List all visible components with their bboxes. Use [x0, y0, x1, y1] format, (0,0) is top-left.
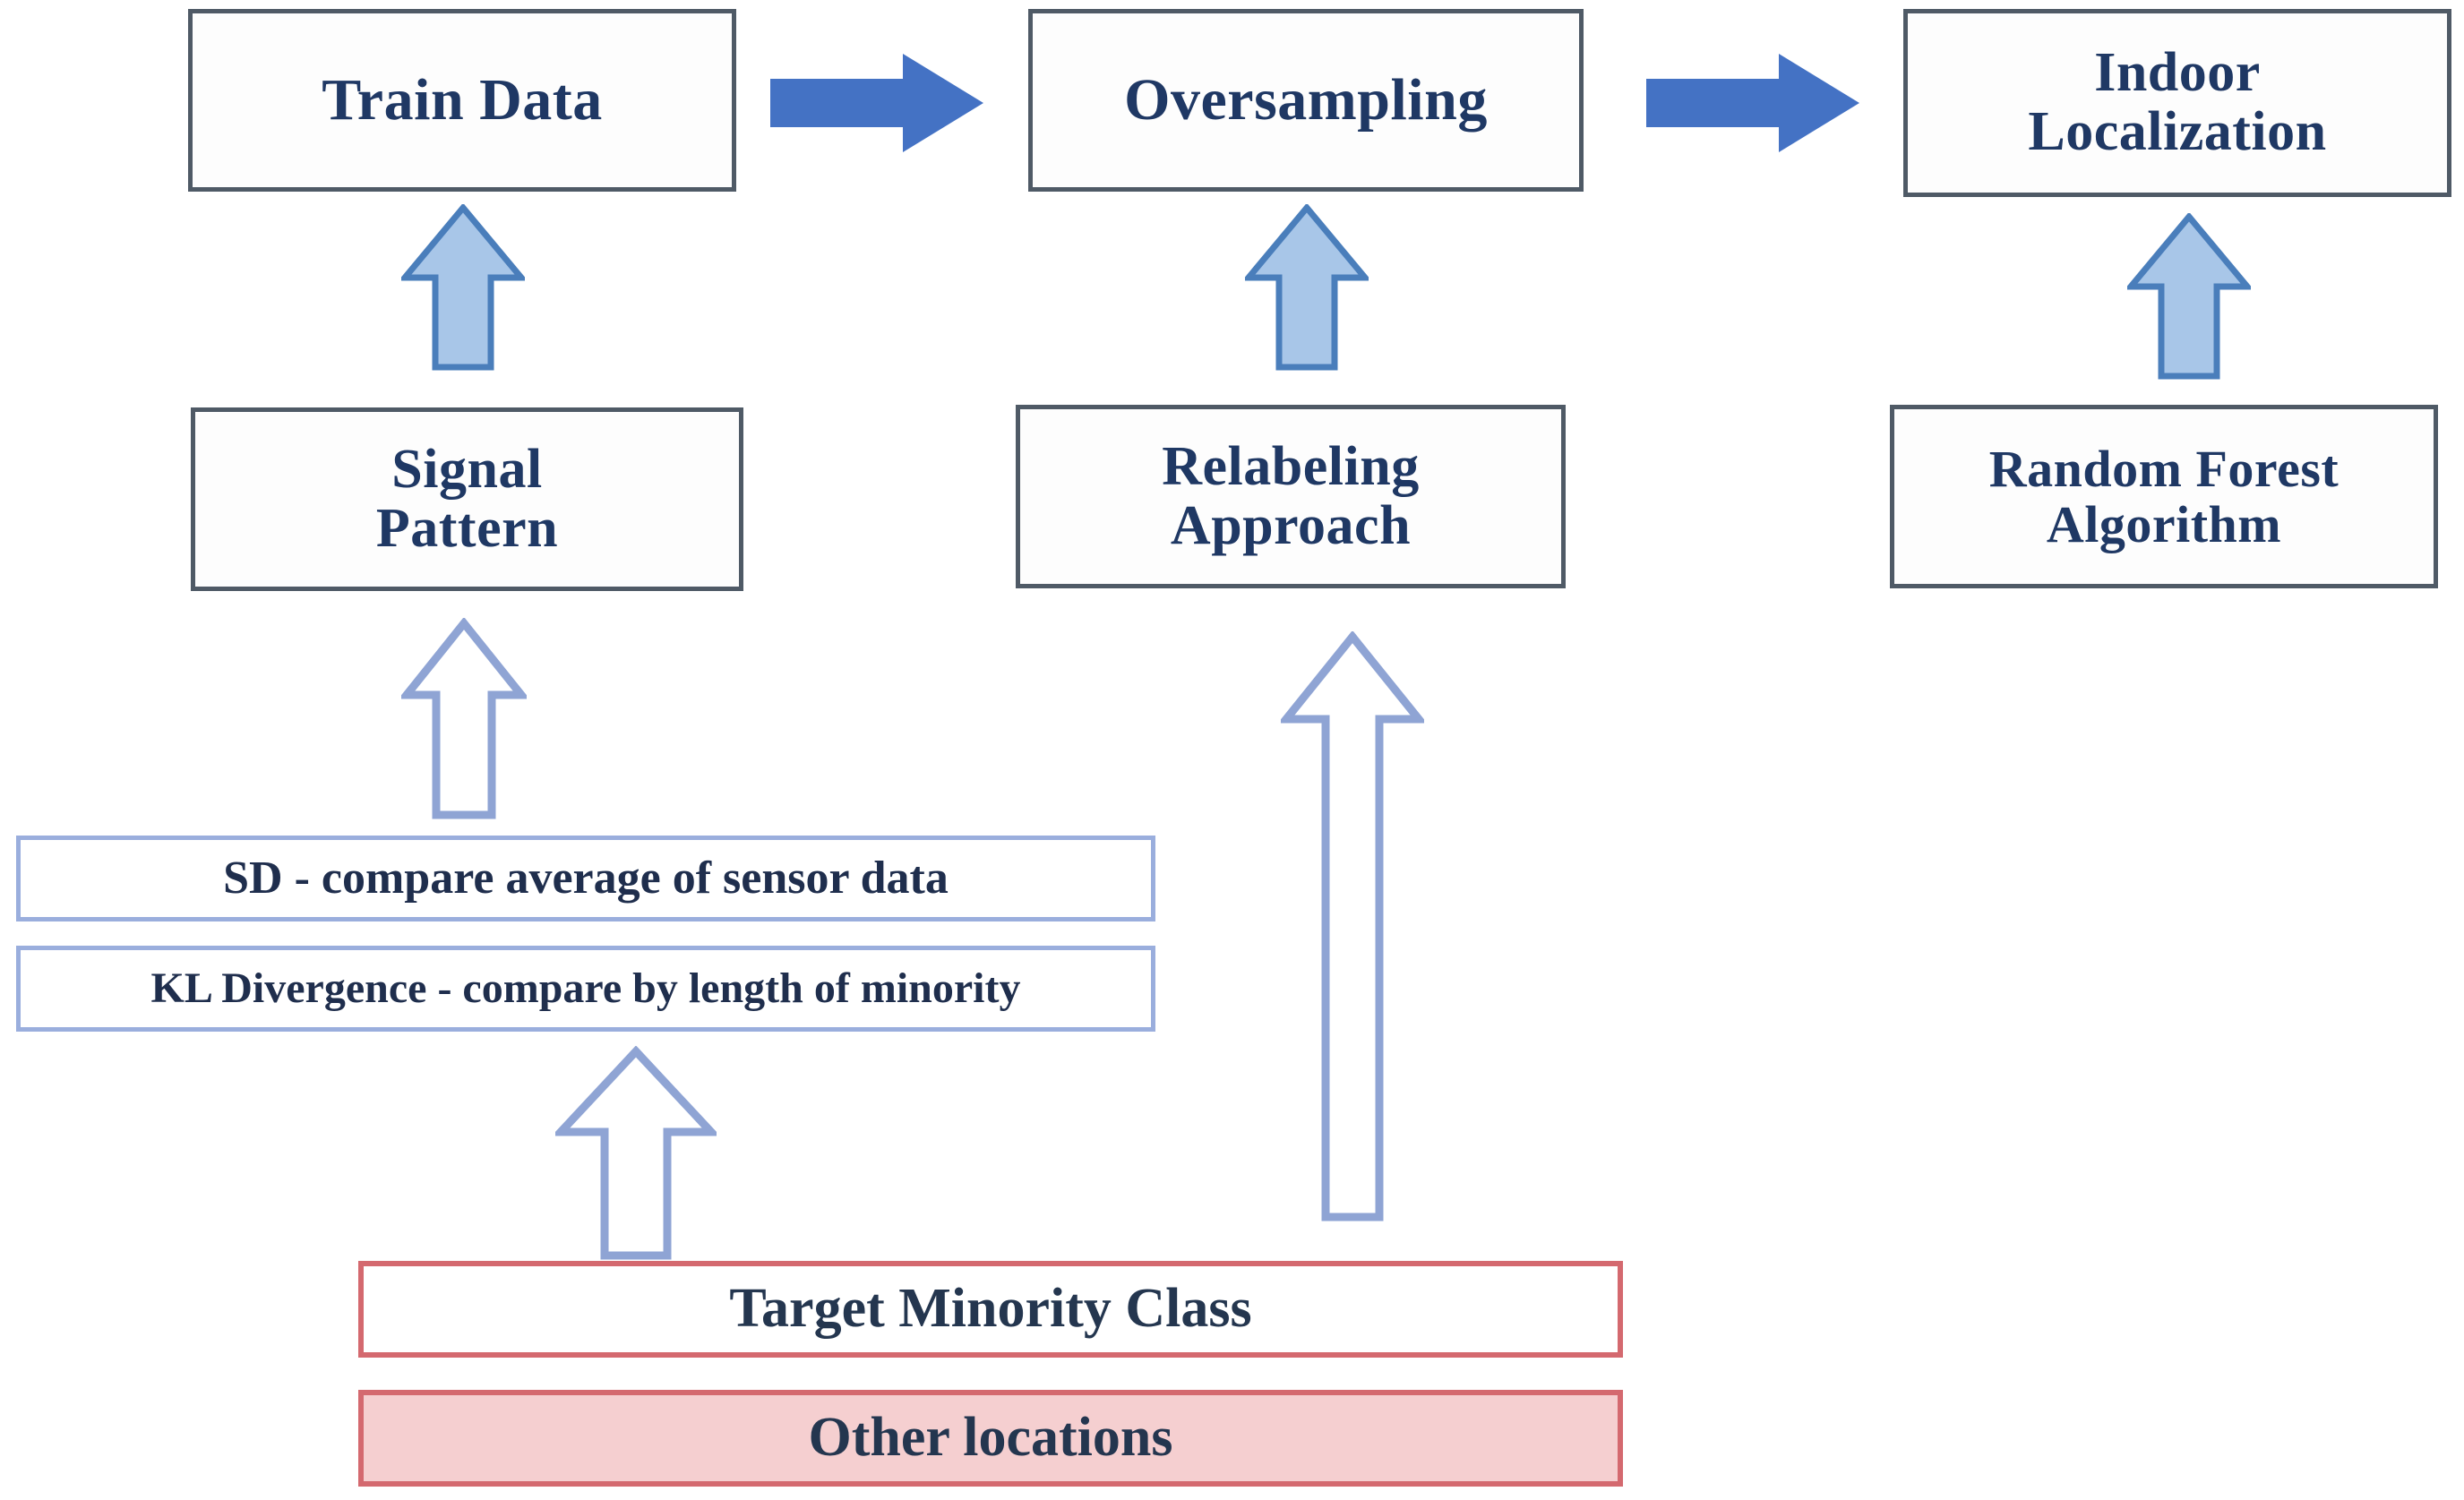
arrow-signal-to-train-icon [401, 204, 525, 371]
box-sd-metric-label: SD - compare average of sensor data [223, 853, 949, 904]
arrow-minority-to-relabeling-icon [1281, 631, 1424, 1222]
box-relabeling-approach-label: Relabeling Approach [1162, 435, 1420, 556]
arrow-oversampling-to-indoor-icon [1646, 54, 1859, 152]
arrow-randomforest-to-indoor-icon [2127, 213, 2251, 380]
box-target-minority-class-label: Target Minority Class [729, 1278, 1252, 1340]
box-indoor-localization[interactable]: Indoor Localization [1903, 9, 2451, 197]
box-random-forest[interactable]: Random Forest Algorithm [1890, 405, 2438, 588]
box-signal-pattern-label: Signal Pattern [375, 438, 559, 559]
box-oversampling[interactable]: Oversampling [1028, 9, 1584, 192]
box-kl-metric-label: KL Divergence - compare by length of min… [150, 964, 1021, 1012]
box-target-minority-class[interactable]: Target Minority Class [358, 1261, 1623, 1358]
box-other-locations-label: Other locations [808, 1407, 1173, 1469]
box-train-data-label: Train Data [322, 67, 603, 133]
box-indoor-localization-label: Indoor Localization [2028, 42, 2327, 162]
box-relabeling-approach[interactable]: Relabeling Approach [1016, 405, 1566, 588]
box-train-data[interactable]: Train Data [188, 9, 736, 192]
arrow-metrics-to-signal-icon [401, 618, 527, 820]
box-other-locations[interactable]: Other locations [358, 1390, 1623, 1487]
box-oversampling-label: Oversampling [1124, 67, 1488, 133]
box-kl-metric[interactable]: KL Divergence - compare by length of min… [16, 946, 1155, 1032]
box-random-forest-label: Random Forest Algorithm [1988, 440, 2340, 553]
arrow-minority-to-metrics-icon [555, 1046, 717, 1261]
box-sd-metric[interactable]: SD - compare average of sensor data [16, 836, 1155, 921]
box-signal-pattern[interactable]: Signal Pattern [191, 407, 743, 591]
arrow-relabeling-to-oversampling-icon [1245, 204, 1369, 371]
arrow-train-to-oversampling-icon [770, 54, 983, 152]
